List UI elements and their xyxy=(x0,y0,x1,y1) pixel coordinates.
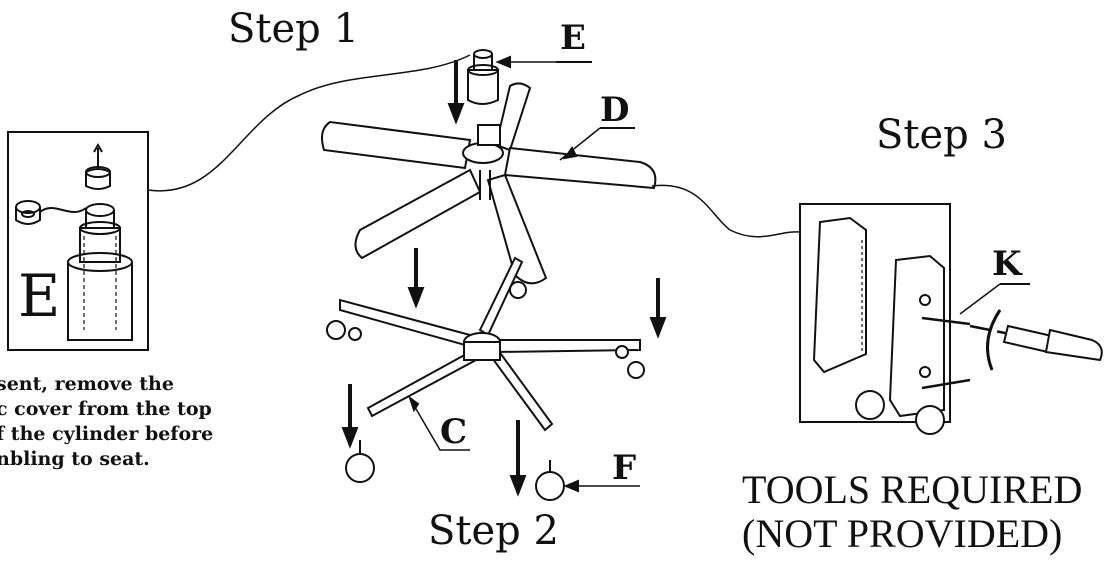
inset-callout-e: E xyxy=(18,262,61,330)
star-base-c xyxy=(326,256,645,451)
callout-k: K xyxy=(992,244,1022,284)
tools-line-1: TOOLS REQUIRED xyxy=(742,467,1083,512)
callout-f: F xyxy=(612,448,637,488)
callout-d: D xyxy=(600,90,630,130)
leader-curve-left xyxy=(147,54,471,192)
leader-curve-right xyxy=(651,184,801,238)
tools-required-label: TOOLS REQUIRED (NOT PROVIDED) xyxy=(742,468,1082,556)
gas-cylinder-e xyxy=(447,49,582,125)
assembly-arrows xyxy=(341,248,667,497)
step-1-label: Step 1 xyxy=(228,6,359,52)
cylinder-detail-inset xyxy=(7,131,149,351)
tools-line-2: (NOT PROVIDED) xyxy=(742,511,1063,556)
screwdriver-tool xyxy=(969,309,1103,371)
step-2-label: Step 2 xyxy=(428,508,559,554)
note-line-3: f the cylinder before xyxy=(0,423,214,445)
screw-k xyxy=(921,283,1030,390)
cylinder-cover-note: sent, remove the c cover from the top f … xyxy=(0,372,286,472)
note-line-4: nbling to seat. xyxy=(0,448,150,470)
note-line-2: c cover from the top xyxy=(0,398,212,420)
step-3-label: Step 3 xyxy=(876,112,1007,158)
wood-base-d xyxy=(321,82,657,285)
callout-c: C xyxy=(440,412,468,452)
armrest-detail-box xyxy=(799,203,951,435)
note-line-1: sent, remove the xyxy=(0,373,174,395)
caster-f xyxy=(345,440,640,501)
callout-e: E xyxy=(560,18,586,58)
